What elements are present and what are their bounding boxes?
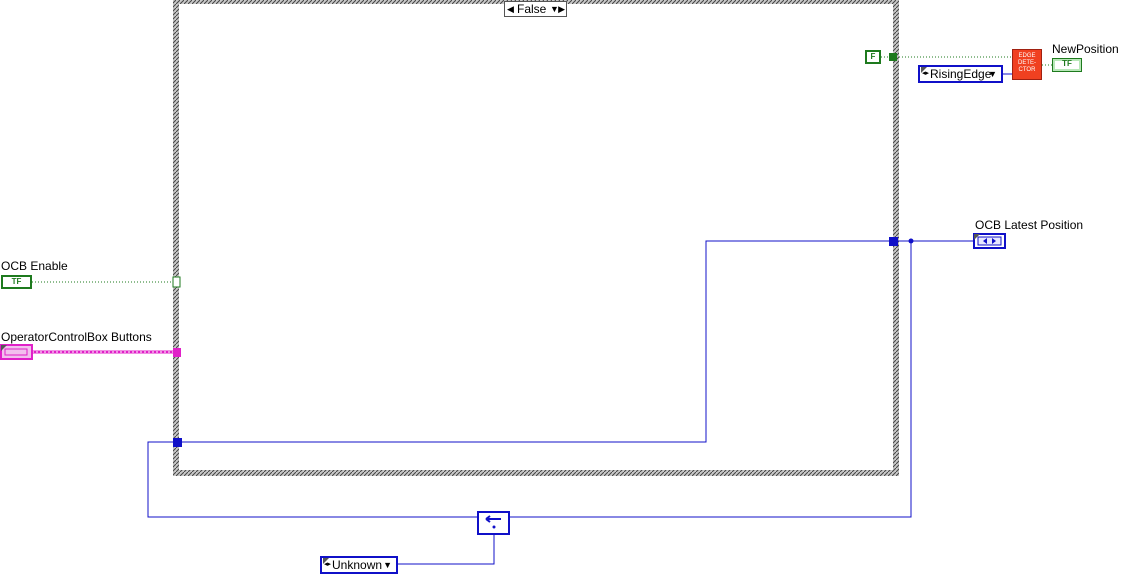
decrement-icon[interactable]: ◀	[507, 4, 514, 14]
case-structure[interactable]	[173, 0, 899, 476]
false-constant-value: F	[870, 52, 876, 61]
edge-detector-subvi[interactable]: EDGE DETE- CTOR	[1012, 49, 1042, 80]
newposition-label: NewPosition	[1052, 42, 1119, 56]
case-selector[interactable]: ◀ False ▼ ▶	[504, 1, 567, 17]
input-tunnel[interactable]	[173, 438, 182, 447]
feedback-node[interactable]	[477, 511, 510, 535]
enum-dropdown-icon[interactable]: ▼	[988, 69, 997, 79]
buttons-tunnel[interactable]	[173, 348, 181, 357]
enum-updown-icon: ◂▸	[324, 561, 332, 568]
unknown-wire[interactable]	[397, 530, 495, 565]
cluster-control-icon[interactable]	[0, 344, 33, 360]
ocb-latest-position-label: OCB Latest Position	[975, 218, 1084, 232]
boolean-glyph: TF	[1062, 59, 1072, 68]
latest-position-wire[interactable]	[178, 240, 974, 443]
ocb-enable-control[interactable]: TF	[1, 275, 32, 289]
newposition-indicator[interactable]: TF	[1052, 58, 1082, 72]
output-tunnel-position[interactable]	[889, 237, 898, 246]
case-selector-value: False	[517, 2, 547, 16]
case-dropdown-icon[interactable]: ▼	[550, 4, 559, 14]
unknown-enum-constant[interactable]: ◂▸ Unknown ▼	[320, 556, 398, 574]
risingedge-enum-constant[interactable]: ◂▸ RisingEdge ▼	[918, 65, 1003, 83]
unknown-value: Unknown	[332, 558, 383, 572]
wire-junction	[908, 238, 914, 244]
position-indicator-icon[interactable]	[973, 233, 1006, 249]
subvi-text-line-1: EDGE	[1018, 53, 1036, 59]
boolean-glyph: TF	[11, 277, 22, 286]
ocb-enable-label: OCB Enable	[1, 259, 68, 273]
false-constant[interactable]: F	[865, 50, 881, 64]
output-tunnel-boolean[interactable]	[889, 53, 897, 61]
operator-buttons-label: OperatorControlBox Buttons	[1, 330, 152, 344]
shift-register-loop-wire[interactable]	[147, 241, 912, 518]
enum-corner-icon	[921, 67, 927, 73]
ocb-enable-tunnel[interactable]	[172, 276, 181, 288]
subvi-text-line-3: CTOR	[1018, 67, 1036, 73]
increment-icon[interactable]: ▶	[558, 4, 565, 14]
risingedge-value: RisingEdge	[930, 67, 992, 81]
enum-updown-icon: ◂▸	[922, 70, 930, 77]
enum-corner-icon	[323, 558, 329, 564]
enum-dropdown-icon[interactable]: ▼	[383, 560, 392, 570]
subvi-text-line-2: DETE-	[1018, 60, 1036, 66]
